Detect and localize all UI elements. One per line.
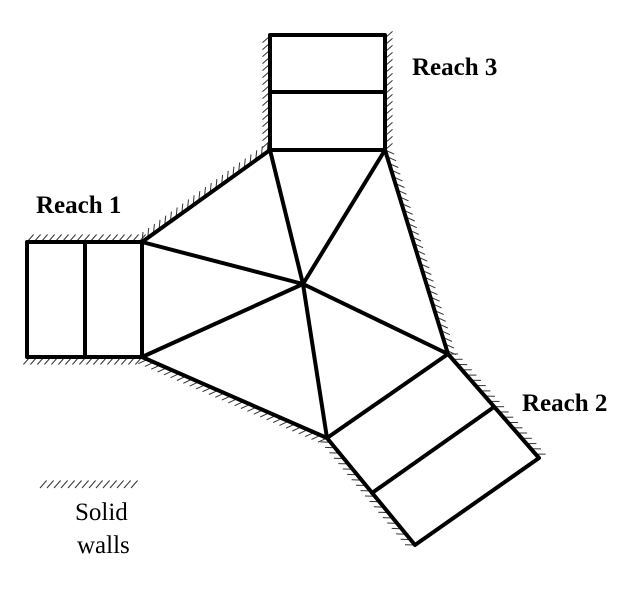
wall-hatch-stroke [102, 480, 110, 489]
wall-hatch-stroke [53, 480, 61, 489]
legend-hatch-sample [39, 480, 138, 489]
wall-hatch-stroke [116, 480, 124, 489]
mesh-edge [301, 282, 450, 356]
solid-wall-hatching [23, 31, 546, 546]
wall-hatch-stroke [88, 480, 96, 489]
wall-hatch-stroke [81, 480, 89, 489]
wall-hatch-stroke [60, 480, 68, 489]
legend-label-line-2: walls [77, 532, 130, 559]
wall-hatch-stroke [123, 480, 131, 489]
mesh-edge [301, 148, 387, 286]
mesh-edge [140, 282, 305, 359]
wall-hatch-stroke [39, 480, 47, 489]
junction-mesh [140, 148, 450, 440]
mesh-edge [140, 240, 305, 286]
wall-hatch-stroke [74, 480, 82, 489]
mesh-edge [301, 282, 329, 440]
wall-hatch-stroke [130, 480, 138, 489]
wall-hatch-stroke [46, 480, 54, 489]
junction-outline [140, 148, 450, 440]
reach-1-label: Reach 1 [36, 192, 121, 219]
wall-hatch-stroke [67, 480, 75, 489]
reach-2-cell-divider [370, 405, 496, 495]
legend-label-line-1: Solid [75, 499, 128, 526]
reach-3-channel [268, 33, 387, 152]
reach-2-label: Reach 2 [522, 390, 607, 417]
reach-3-label: Reach 3 [412, 54, 497, 81]
wall-hatch-stroke [109, 480, 117, 489]
mesh-edge [268, 148, 305, 286]
reach-2-channel [325, 352, 541, 547]
reach-1-channel [25, 240, 144, 359]
wall-hatch-stroke [95, 480, 103, 489]
